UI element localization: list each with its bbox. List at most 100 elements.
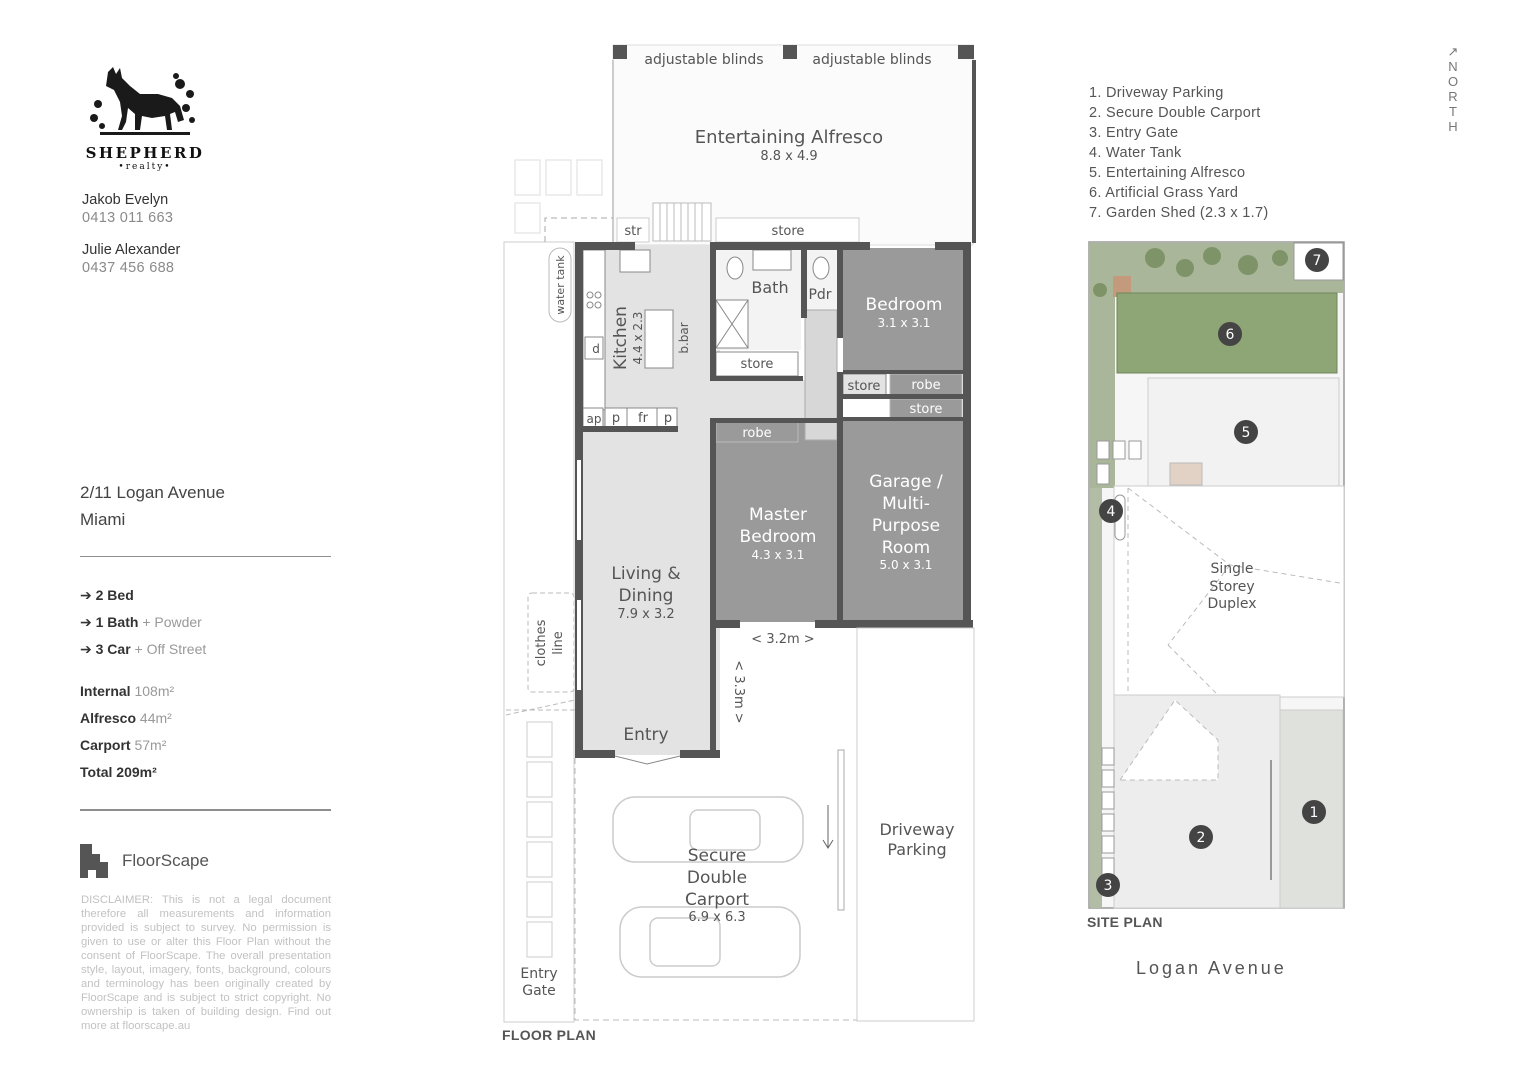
living-name-2: Dining bbox=[619, 586, 674, 606]
blinds-left-label: adjustable blinds bbox=[644, 52, 763, 68]
floorscape-logo: FloorScape bbox=[80, 843, 209, 879]
garage-name-1: Garage / bbox=[869, 472, 943, 492]
area-alfresco-label: Alfresco bbox=[80, 710, 137, 726]
marker-5-label: 5 bbox=[1242, 425, 1251, 441]
area-internal: Internal 108m² bbox=[80, 683, 174, 699]
garden-seat bbox=[576, 159, 603, 196]
feature-car-main: 3 Car bbox=[95, 641, 131, 657]
floorscape-icon bbox=[80, 844, 108, 878]
master-name-2: Bedroom bbox=[740, 527, 817, 547]
master-name-1: Master bbox=[749, 505, 807, 525]
marker-3[interactable]: 3 bbox=[1096, 873, 1120, 897]
carport-door bbox=[837, 749, 845, 911]
legend-item: 3. Entry Gate bbox=[1089, 125, 1179, 141]
site-stepping-stones bbox=[1101, 747, 1115, 876]
marker-7-label: 7 bbox=[1313, 253, 1322, 269]
gate-label-1: Entry bbox=[520, 966, 557, 982]
master-dim: 4.3 x 3.1 bbox=[752, 548, 805, 562]
logo: SHEPHERD •realty• bbox=[80, 64, 210, 172]
water-tank-label: water tank bbox=[554, 255, 567, 315]
garage-floor bbox=[843, 420, 963, 622]
bedroom-dim: 3.1 x 3.1 bbox=[878, 316, 931, 330]
bath-fixtures bbox=[715, 249, 830, 349]
driveway-parking-area bbox=[856, 627, 975, 1022]
marker-5[interactable]: 5 bbox=[1234, 420, 1258, 444]
north-indicator: ↗ N O R T H bbox=[1446, 44, 1460, 134]
area-total-label: Total bbox=[80, 764, 113, 780]
robe-bed-label: robe bbox=[911, 378, 940, 393]
robe-master-label: robe bbox=[742, 426, 771, 441]
agent-2-phone[interactable]: 0437 456 688 bbox=[82, 260, 175, 276]
area-internal-label: Internal bbox=[80, 683, 131, 699]
bbar-label: b.bar bbox=[677, 322, 691, 353]
marker-3-label: 3 bbox=[1104, 878, 1113, 894]
bench bbox=[1113, 276, 1131, 297]
ap-label: ap bbox=[587, 412, 602, 426]
stepping-stones bbox=[526, 721, 553, 958]
blinds-right-label: adjustable blinds bbox=[812, 52, 931, 68]
carport-name-2: Double bbox=[687, 868, 747, 888]
marker-7[interactable]: 7 bbox=[1305, 248, 1329, 272]
water-tank-shape bbox=[548, 247, 572, 323]
site-plan: Single Storey Duplex 1 2 3 4 5 6 7 bbox=[1088, 241, 1345, 909]
area-carport: Carport 57m² bbox=[80, 737, 166, 753]
store-bath-label: store bbox=[741, 357, 774, 372]
north-letter: H bbox=[1448, 119, 1458, 134]
marker-4[interactable]: 4 bbox=[1099, 499, 1123, 523]
driveway-label-1: Driveway bbox=[879, 820, 954, 839]
store-bath-box bbox=[715, 351, 799, 377]
garage-name-3: Purpose bbox=[872, 516, 940, 536]
marker-1[interactable]: 1 bbox=[1302, 800, 1326, 824]
legend-item: 2. Secure Double Carport bbox=[1089, 105, 1261, 121]
clothes-line-box bbox=[527, 592, 575, 693]
bath-label: Bath bbox=[751, 278, 788, 297]
feature-bed-main: 2 Bed bbox=[95, 587, 134, 603]
north-arrow-icon: ↗ bbox=[1447, 44, 1459, 59]
area-total: Total 209m² bbox=[80, 764, 157, 780]
clearance-vertical: < 3.3m > bbox=[731, 660, 746, 723]
carport-name-3: Carport bbox=[685, 890, 749, 910]
store-garage-label: store bbox=[910, 402, 943, 417]
store-hall-label: store bbox=[848, 379, 881, 394]
car-bottom bbox=[619, 906, 801, 978]
clothes-line-label-1: clothes bbox=[534, 619, 549, 666]
carport-name-1: Secure bbox=[688, 846, 746, 866]
master-floor bbox=[716, 422, 838, 622]
area-carport-label: Carport bbox=[80, 737, 131, 753]
brand-subtitle: •realty• bbox=[118, 162, 172, 172]
marker-2[interactable]: 2 bbox=[1189, 825, 1213, 849]
garden-seat bbox=[514, 159, 541, 196]
marker-2-label: 2 bbox=[1197, 830, 1206, 846]
living-name-1: Living & bbox=[611, 564, 680, 584]
feature-car-extra: + Off Street bbox=[134, 641, 207, 657]
alfresco-name: Entertaining Alfresco bbox=[695, 127, 883, 148]
brand-name: SHEPHERD bbox=[85, 144, 205, 162]
floor-plan: adjustable blinds adjustable blinds Ente… bbox=[503, 44, 976, 1023]
marker-6[interactable]: 6 bbox=[1218, 322, 1242, 346]
shepherd-dog-logo-icon bbox=[90, 67, 195, 135]
feature-bath: ➔ 1 Bath + Powder bbox=[80, 614, 202, 630]
area-alfresco: Alfresco 44m² bbox=[80, 710, 172, 726]
north-letter: O bbox=[1447, 74, 1459, 89]
area-carport-value: 57m² bbox=[134, 737, 167, 753]
duplex-label-1: Single bbox=[1210, 561, 1253, 577]
duplex-label-2: Storey bbox=[1209, 579, 1254, 595]
feature-bath-main: 1 Bath bbox=[95, 614, 139, 630]
garage-name-2: Multi- bbox=[882, 494, 930, 514]
carport-dim: 6.9 x 6.3 bbox=[688, 910, 745, 925]
alfresco-post-left bbox=[613, 45, 627, 59]
area-total-value: 209m² bbox=[116, 764, 157, 780]
agent-1-phone[interactable]: 0413 011 663 bbox=[82, 210, 174, 226]
area-alfresco-value: 44m² bbox=[139, 710, 172, 726]
legend-item: 7. Garden Shed (2.3 x 1.7) bbox=[1089, 205, 1269, 221]
kitchen-name: Kitchen bbox=[611, 306, 631, 370]
agent-1-name: Jakob Evelyn bbox=[82, 192, 169, 208]
address-line-2: Miami bbox=[80, 510, 126, 529]
disclaimer: DISCLAIMER: This is not a legal document… bbox=[81, 894, 331, 1032]
side-garden-lower bbox=[1090, 488, 1102, 908]
pdr-label: Pdr bbox=[808, 287, 831, 303]
agent-2-name: Julie Alexander bbox=[82, 242, 181, 258]
north-letter: R bbox=[1448, 89, 1458, 104]
trees bbox=[1093, 247, 1288, 297]
p1-label: p bbox=[612, 411, 620, 426]
